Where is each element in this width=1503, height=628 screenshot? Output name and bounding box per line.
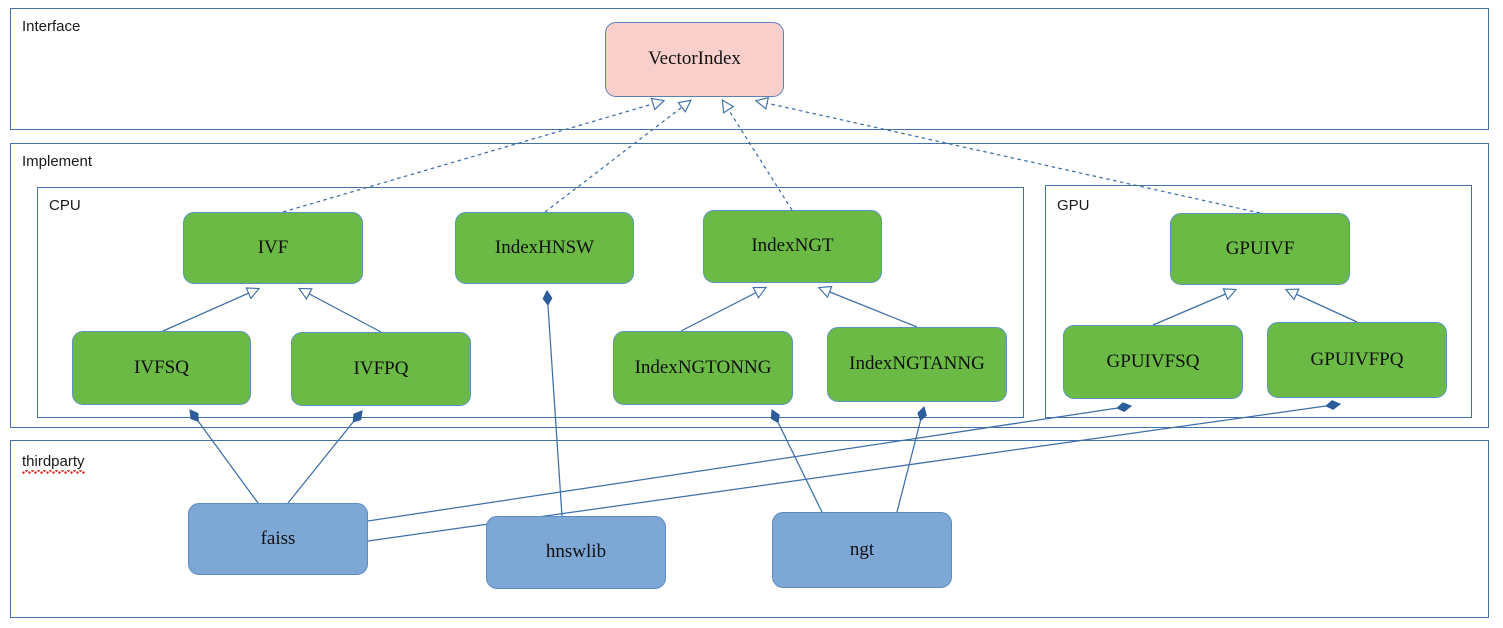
node-ivfpq[interactable]: IVFPQ <box>291 332 471 406</box>
node-label: VectorIndex <box>648 48 741 70</box>
node-indexhnsw[interactable]: IndexHNSW <box>455 212 634 284</box>
node-label: IndexHNSW <box>494 236 595 258</box>
node-ivf[interactable]: IVF <box>183 212 363 284</box>
container-label-thirdparty: thirdparty <box>22 453 85 474</box>
node-label: IVF <box>257 236 289 258</box>
node-hnswlib[interactable]: hnswlib <box>486 516 666 589</box>
node-gpuivfpq[interactable]: GPUIVFPQ <box>1267 322 1447 398</box>
node-indexngt[interactable]: IndexNGT <box>703 210 882 283</box>
node-label: GPUIVF <box>1225 237 1295 259</box>
container-label-gpu: GPU <box>1057 197 1090 214</box>
node-label: faiss <box>260 527 296 549</box>
node-label: GPUIVFPQ <box>1310 348 1404 370</box>
node-indexngtanng[interactable]: IndexNGTANNG <box>827 327 1007 402</box>
node-label: IVFSQ <box>134 356 189 378</box>
container-label-interface: Interface <box>22 18 81 35</box>
node-label: ngt <box>849 538 875 560</box>
node-label: IndexNGTONNG <box>634 356 772 378</box>
node-label: hnswlib <box>545 541 607 563</box>
node-faiss[interactable]: faiss <box>188 503 368 575</box>
node-label: IndexNGT <box>751 235 834 257</box>
node-label: IndexNGTANNG <box>849 353 985 375</box>
node-ivfsq[interactable]: IVFSQ <box>72 331 251 405</box>
node-vectorindex[interactable]: VectorIndex <box>605 22 784 97</box>
node-label: IVFPQ <box>353 357 409 379</box>
node-ngt[interactable]: ngt <box>772 512 952 588</box>
container-label-cpu: CPU <box>49 197 81 214</box>
container-label-implement: Implement <box>22 153 93 170</box>
node-indexngtonng[interactable]: IndexNGTONNG <box>613 331 793 405</box>
node-label: GPUIVFSQ <box>1106 350 1200 372</box>
node-gpuivf[interactable]: GPUIVF <box>1170 213 1350 285</box>
node-gpuivfsq[interactable]: GPUIVFSQ <box>1063 325 1243 399</box>
